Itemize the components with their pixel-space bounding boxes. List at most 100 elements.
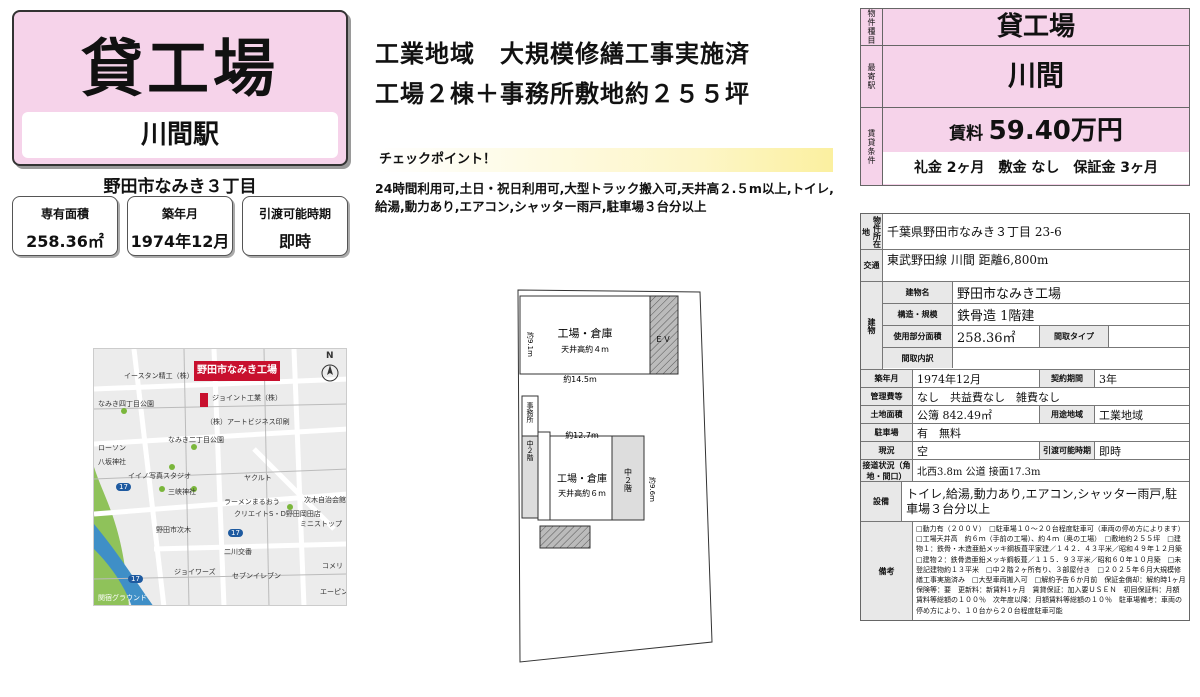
road-label: 接道状況（角地・間口） (861, 460, 913, 481)
table-row: 構造・規模 鉄骨造 1階建 (883, 304, 1189, 326)
building-subtable: 建物名 野田市なみき工場 構造・規模 鉄骨造 1階建 使用部分面積 258.36… (883, 282, 1189, 369)
mgmt-value: なし 共益費なし 雑費なし (917, 390, 1060, 404)
table-row: 管理費等 なし 共益費なし 雑費なし (861, 388, 1189, 406)
stat-handover-label: 引渡可能時期 (258, 207, 331, 221)
status-label: 現況 (861, 442, 913, 459)
land-value: 公簿 842.49㎡ (917, 408, 992, 422)
map-label: ミニストップ (300, 520, 342, 528)
right-type: 貸工場 (996, 12, 1075, 42)
table-row: 駐車場 有 無料 (861, 424, 1189, 442)
plan-lower-width: 約12.7m (565, 430, 599, 440)
plan-lower-depth: 約9.6m (648, 477, 657, 502)
stat-built-value: 1974年12月 (130, 232, 230, 251)
building-label: 建物 (861, 282, 883, 369)
structure-value: 鉄骨造 1階建 (957, 309, 1035, 324)
plan-stair-mark: ＥＶ (655, 335, 671, 344)
remarks-value: □動力有（２００Ｖ） □駐車場１０～２０台程度駐車可（車両の停め方によります）□… (916, 525, 1189, 615)
map-label: ジョイワーズ (174, 568, 216, 576)
area-value: 258.36㎡ (957, 331, 1016, 346)
table-row: 建物名 野田市なみき工場 (883, 282, 1189, 304)
built-label: 築年月 (861, 370, 913, 387)
name-value: 野田市なみき工場 (957, 287, 1062, 302)
status-value: 空 (917, 444, 928, 458)
table-row: 使用部分面積 258.36㎡ 間取タイプ (883, 326, 1189, 348)
terms-row: 賃貸条件 賃料 59.40万円 礼金 2ヶ月 敷金 なし 保証金 3ヶ月 (860, 108, 1190, 186)
table-row: 交通 東武野田線 川間 距離6,800m (861, 250, 1189, 282)
parking-label: 駐車場 (861, 424, 913, 441)
structure-label: 構造・規模 (883, 304, 953, 325)
type-row: 物件種目 貸工場 (860, 8, 1190, 46)
built-value: 1974年12月 (917, 372, 981, 386)
map-label: セブンイレブン (232, 572, 281, 580)
type-row-label: 物件種目 (861, 9, 883, 45)
name-label: 建物名 (883, 282, 953, 303)
plan-mezz-left: 中２階 (526, 439, 534, 462)
rent-label: 賃料 (949, 124, 984, 144)
map-label: ローソン (98, 444, 126, 452)
plan-lower-ceiling: 天井高約６m (558, 488, 606, 498)
layout-type-value (1109, 326, 1117, 347)
traffic-label: 交通 (861, 250, 883, 281)
zoning-label: 用途地域 (1039, 406, 1095, 423)
stat-handover: 引渡可能時期 即時 (242, 196, 348, 256)
compass-n: N (326, 351, 334, 361)
map-label: 関宿グラウンド (98, 594, 147, 602)
map-label: ジョイント工業（株） (212, 394, 282, 402)
checkpoint-title: チェックポイント！ (375, 148, 833, 172)
table-row: 現況 空 引渡可能時期 即時 (861, 442, 1189, 460)
route-17-marker: 17 (228, 529, 243, 537)
map-roads (94, 349, 346, 605)
title-card: 貸工場 川間駅 (12, 10, 348, 166)
map-label: （株）アートビジネス印刷 (206, 418, 290, 426)
station-row-label: 最寄駅 (861, 46, 883, 107)
map-label: 八坂神社 (98, 458, 126, 466)
deposit-line: 礼金 2ヶ月 敷金 なし 保証金 3ヶ月 (883, 152, 1189, 184)
map-label: コメリ (322, 562, 343, 570)
land-label: 土地面積 (861, 406, 913, 423)
contract-value: 3年 (1099, 372, 1117, 386)
stat-built-label: 築年月 (161, 207, 198, 221)
location-label: 物件所在地 (861, 214, 883, 249)
right-station: 川間 (1007, 59, 1064, 92)
map-label: なみき二丁目公園 (168, 436, 224, 444)
handover-label: 引渡可能時期 (1039, 442, 1095, 459)
floor-plan: 工場・倉庫 天井高約４m 約14.5m 約9.1m 事務所 中２階 約12.7m… (517, 289, 713, 663)
station-row: 最寄駅 川間 (860, 46, 1190, 108)
table-row: 築年月 1974年12月 契約期間 3年 (861, 370, 1189, 388)
headline: 工業地域 大規模修繕工事実施済 工場２棟＋事務所敷地約２５５坪 (375, 34, 835, 114)
property-type-title: 貸工場 (80, 32, 279, 105)
map-label: ヤクルト (244, 474, 272, 482)
table-row: 接道状況（角地・間口） 北西3.8m 公道 接面17.3m (861, 460, 1189, 482)
equip-label: 設備 (861, 482, 903, 521)
rent-value: 59.40万円 (988, 116, 1123, 146)
route-17-marker: 17 (116, 483, 131, 491)
map-label: ラーメンまるおう (224, 498, 280, 506)
table-row: 物件所在地 千葉県野田市なみき３丁目 23-6 (861, 214, 1189, 250)
contract-label: 契約期間 (1039, 370, 1095, 387)
terms-row-label: 賃貸条件 (861, 108, 883, 185)
table-row: 建物 建物名 野田市なみき工場 構造・規模 鉄骨造 1階建 使用部分面積 258… (861, 282, 1189, 370)
zoning-value: 工業地域 (1099, 408, 1143, 422)
route-17-marker: 17 (128, 575, 143, 583)
plan-upper-depth: 約9.1m (526, 332, 535, 357)
plan-office: 事務所 (526, 401, 534, 424)
plan-upper-width: 約14.5m (563, 374, 597, 384)
map-site-marker (200, 393, 208, 407)
headline-line2: 工場２棟＋事務所敷地約２５５坪 (375, 80, 750, 108)
plan-lower-room: 工場・倉庫 (557, 472, 607, 485)
stat-handover-value: 即時 (278, 232, 311, 251)
mgmt-label: 管理費等 (861, 388, 913, 405)
river-blue (94, 524, 153, 605)
plan-upper-ceiling: 天井高約４m (561, 344, 609, 354)
station-name: 川間駅 (22, 112, 338, 158)
map-label: 野田市次木 (156, 526, 191, 534)
table-row: 設備 トイレ,給湯,動力あり,エアコン,シャッター雨戸,駐車場３台分以上 (861, 482, 1189, 522)
table-row: 備考 □動力有（２００Ｖ） □駐車場１０～２０台程度駐車可（車両の停め方によりま… (861, 522, 1189, 620)
layout-value (953, 348, 961, 368)
headline-line1: 工業地域 大規模修繕工事実施済 (375, 40, 750, 68)
map-label: エーピン (320, 588, 347, 596)
handover-value: 即時 (1099, 444, 1121, 458)
stat-area-label: 専有面積 (40, 207, 89, 221)
address-line: 野田市なみき３丁目 (103, 177, 257, 197)
map-label: イースタン精工（株） (124, 372, 194, 380)
